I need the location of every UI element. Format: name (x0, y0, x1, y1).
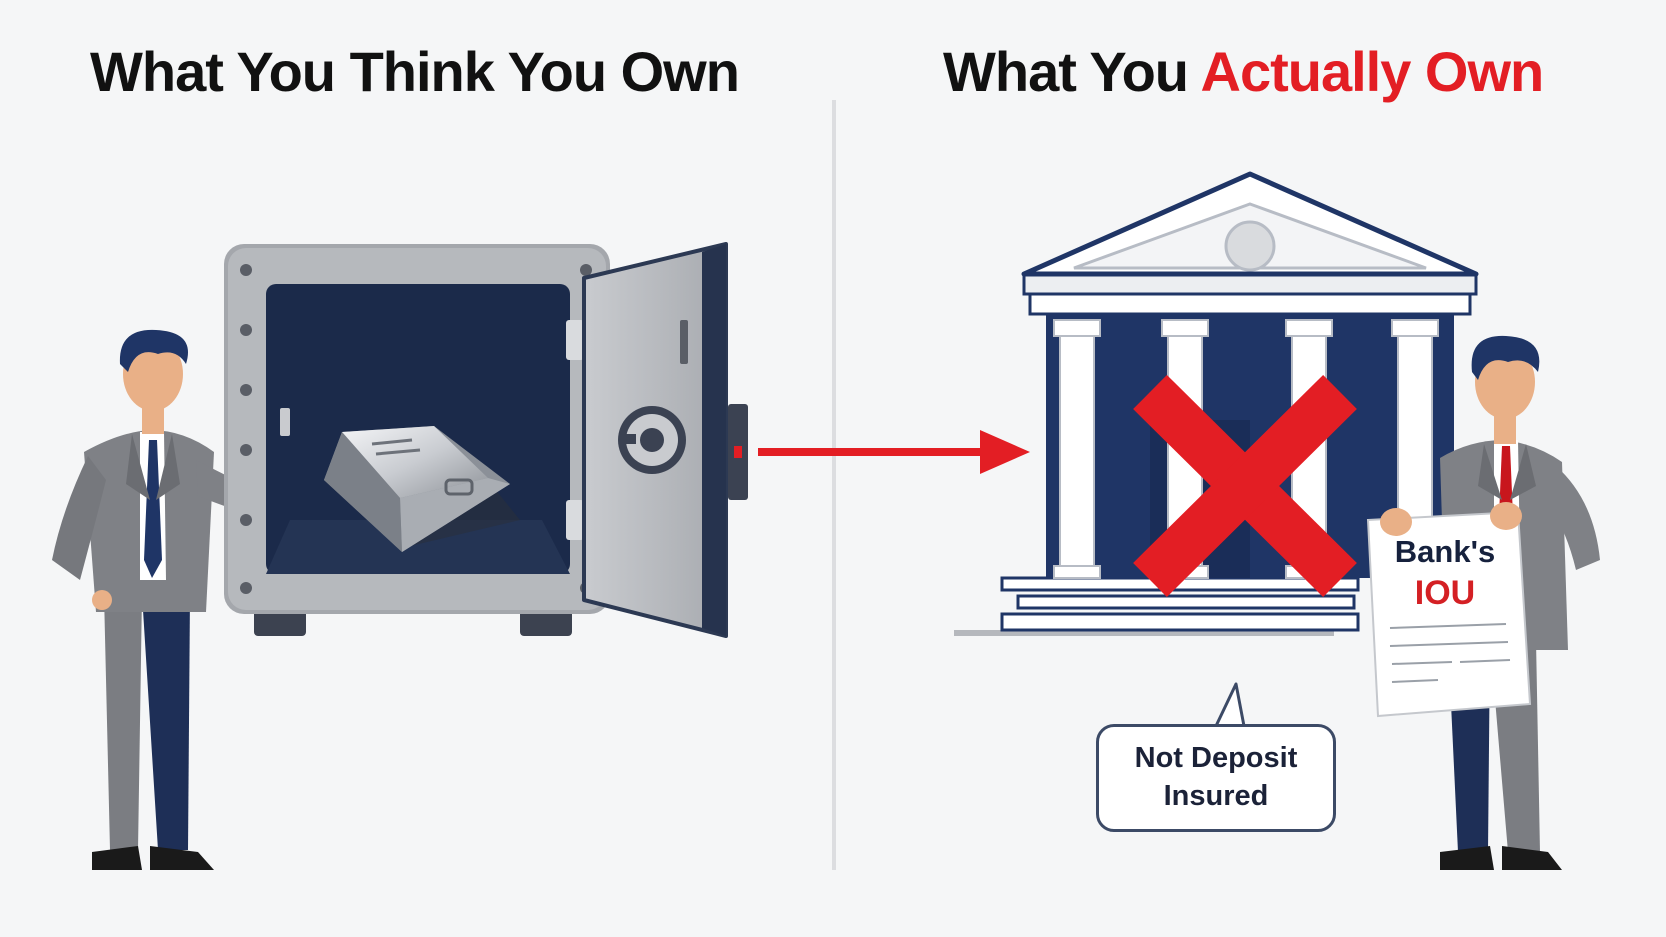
silver-bar-icon (324, 426, 520, 552)
panel-divider (832, 100, 836, 870)
iou-document (1366, 510, 1532, 718)
businessman-holding-document-icon (1366, 335, 1600, 870)
iou-document-bank-label: Bank's (1394, 534, 1496, 569)
callout-tail (1214, 682, 1246, 728)
red-x-icon (1133, 374, 1357, 598)
left-panel-title: What You Think You Own (90, 40, 740, 103)
right-title-accent: Actually Own (1200, 40, 1545, 103)
arrow-right-icon (758, 430, 1030, 474)
not-deposit-insured-callout: Not Deposit Insured (1096, 724, 1336, 832)
right-panel-title: What You Actually Own (943, 40, 1545, 104)
callout-line-1: Not Deposit (1134, 742, 1298, 775)
businessman-pointing-icon (52, 329, 314, 870)
open-safe-icon (224, 242, 748, 638)
iou-document-iou-label: IOU (1414, 574, 1476, 612)
callout-line-2: Insured (1163, 780, 1269, 812)
right-title-prefix: What You (943, 40, 1201, 103)
